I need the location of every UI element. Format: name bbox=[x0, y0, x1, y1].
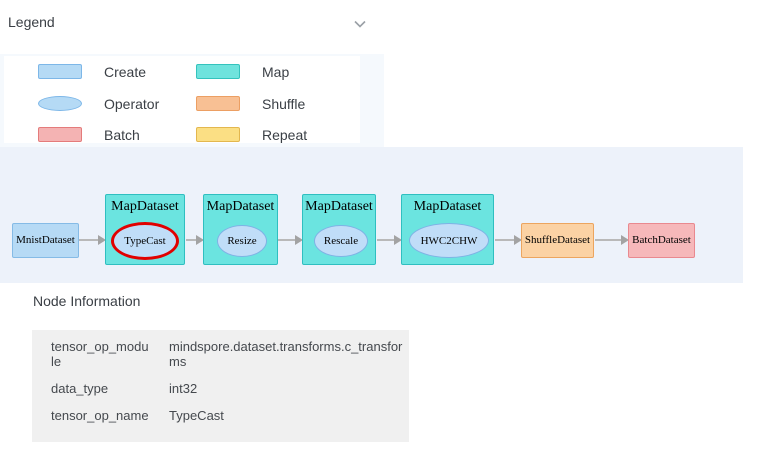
chevron-down-icon[interactable] bbox=[351, 16, 369, 32]
node-info-key: data_type bbox=[51, 381, 109, 396]
edge-arrow bbox=[377, 235, 402, 245]
legend-panel: Create Map Operator Shuffle Batch Repeat bbox=[0, 54, 384, 147]
node-shuffledataset[interactable]: ShuffleDataset bbox=[521, 223, 594, 258]
node-info-value: TypeCast bbox=[169, 408, 224, 423]
node-mapdataset-typecast[interactable]: MapDataset TypeCast bbox=[105, 194, 185, 265]
operator-swatch-icon bbox=[38, 96, 82, 111]
batch-swatch-icon bbox=[38, 127, 82, 142]
node-mnistdataset[interactable]: MnistDataset bbox=[12, 223, 79, 258]
operator-typecast-selected[interactable]: TypeCast bbox=[111, 222, 179, 260]
legend-item-create: Create bbox=[38, 63, 146, 80]
legend-card: Create Map Operator Shuffle Batch Repeat bbox=[4, 56, 360, 143]
map-node-title: MapDataset bbox=[413, 199, 482, 214]
operator-hwc2chw[interactable]: HWC2CHW bbox=[409, 223, 489, 258]
node-mapdataset-rescale[interactable]: MapDataset Rescale bbox=[302, 194, 376, 265]
map-node-title: MapDataset bbox=[206, 199, 275, 214]
edge-arrow bbox=[595, 235, 629, 245]
node-mapdataset-hwc2chw[interactable]: MapDataset HWC2CHW bbox=[401, 194, 494, 265]
node-information-panel: tensor_op_module mindspore.dataset.trans… bbox=[32, 330, 409, 442]
node-info-value: int32 bbox=[169, 381, 198, 396]
legend-item-label: Create bbox=[104, 63, 147, 80]
legend-item-label: Map bbox=[262, 63, 290, 80]
node-info-row: tensor_op_name TypeCast bbox=[51, 408, 409, 423]
legend-item-label: Operator bbox=[104, 95, 160, 112]
legend-title: Legend bbox=[8, 14, 55, 30]
legend-item-label: Batch bbox=[104, 126, 140, 143]
legend-item-repeat: Repeat bbox=[196, 126, 307, 143]
node-info-row: data_type int32 bbox=[51, 381, 409, 396]
node-info-key: tensor_op_name bbox=[51, 408, 149, 423]
edge-arrow bbox=[186, 235, 204, 245]
node-info-key: tensor_op_module bbox=[51, 339, 149, 369]
operator-resize[interactable]: Resize bbox=[217, 225, 267, 257]
node-info-value: mindspore.dataset.transforms.c_transform… bbox=[169, 339, 403, 369]
shuffle-swatch-icon bbox=[196, 96, 240, 111]
edge-arrow bbox=[79, 235, 106, 245]
node-info-row: tensor_op_module mindspore.dataset.trans… bbox=[51, 339, 409, 369]
edge-arrow bbox=[278, 235, 303, 245]
node-information-title: Node Information bbox=[33, 293, 141, 309]
legend-item-batch: Batch bbox=[38, 126, 140, 143]
legend-header[interactable]: Legend bbox=[0, 0, 384, 44]
edge-arrow bbox=[495, 235, 522, 245]
legend-item-operator: Operator bbox=[38, 95, 159, 112]
node-batchdataset[interactable]: BatchDataset bbox=[628, 223, 695, 258]
legend-item-label: Shuffle bbox=[262, 95, 306, 112]
legend-item-shuffle: Shuffle bbox=[196, 95, 305, 112]
map-node-title: MapDataset bbox=[111, 199, 179, 214]
dataset-graph-canvas[interactable]: MnistDataset MapDataset TypeCast MapData… bbox=[0, 147, 743, 283]
map-swatch-icon bbox=[196, 64, 240, 79]
operator-rescale[interactable]: Rescale bbox=[314, 225, 368, 257]
node-mapdataset-resize[interactable]: MapDataset Resize bbox=[203, 194, 278, 265]
legend-item-map: Map bbox=[196, 63, 289, 80]
create-swatch-icon bbox=[38, 64, 82, 79]
legend-item-label: Repeat bbox=[262, 126, 308, 143]
repeat-swatch-icon bbox=[196, 127, 240, 142]
map-node-title: MapDataset bbox=[305, 199, 373, 214]
